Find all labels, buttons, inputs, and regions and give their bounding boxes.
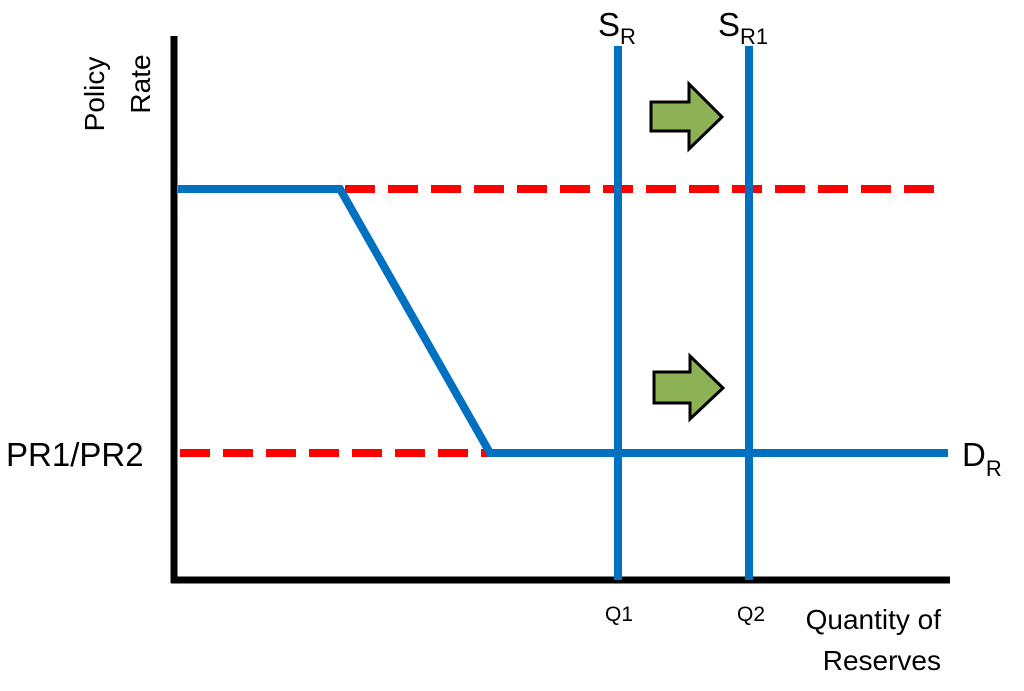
tick-label-q1: Q1 <box>605 603 633 626</box>
x-axis-title-line2: Reserves <box>823 645 941 676</box>
supply-label-sr: SR <box>598 6 636 49</box>
supply-label-sr1-main: S <box>718 6 740 43</box>
y-axis-title-line1: Policy <box>79 57 110 132</box>
x-axis-title-line1: Quantity of <box>806 604 942 635</box>
supply-label-sr-main: S <box>598 6 620 43</box>
right-arrow-icon <box>652 352 726 423</box>
policy-rate-label: PR1/PR2 <box>6 436 144 473</box>
demand-curve <box>178 185 948 457</box>
right-arrow-icon <box>649 80 725 153</box>
demand-label-sub: R <box>986 456 1002 481</box>
tick-label-q2: Q2 <box>737 603 765 626</box>
y-axis-title-line2: Rate <box>125 54 156 113</box>
supply-label-sr1-sub: R1 <box>740 24 768 49</box>
supply-label-sr-sub: R <box>620 24 636 49</box>
demand-label: DR <box>962 436 1002 481</box>
supply-label-sr1: SR1 <box>718 6 768 49</box>
demand-label-main: D <box>962 436 986 473</box>
